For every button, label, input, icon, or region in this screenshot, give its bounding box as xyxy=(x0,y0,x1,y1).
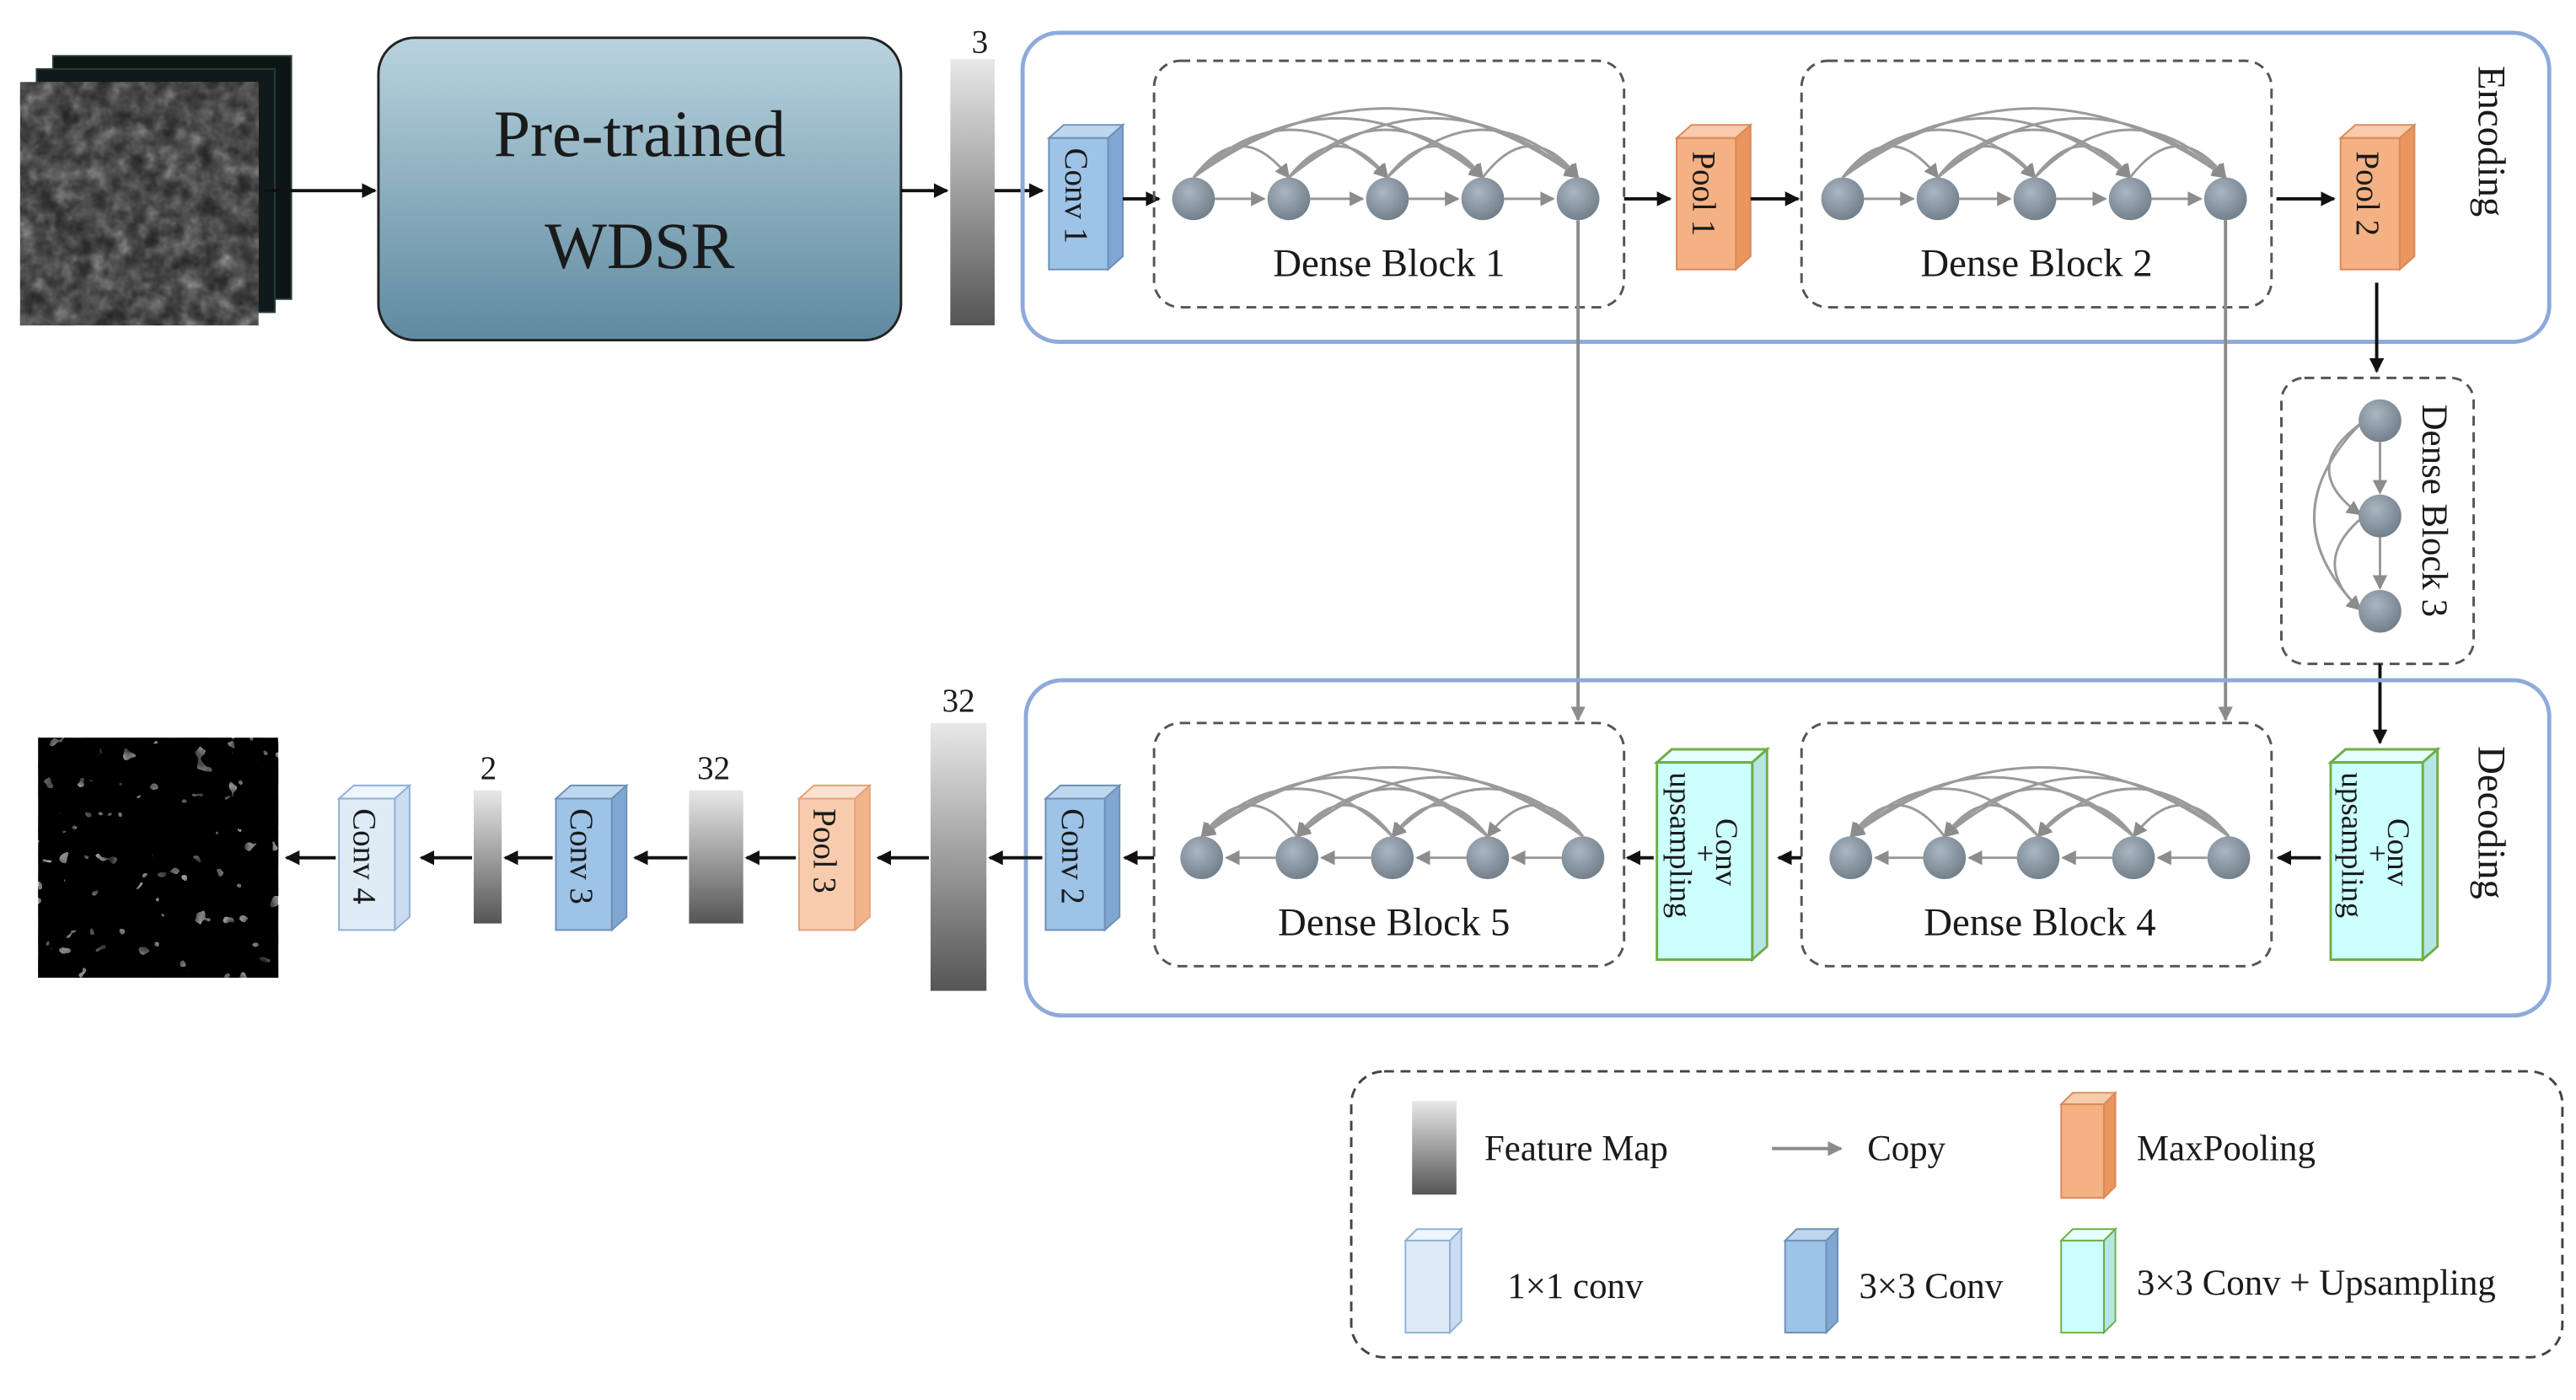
pool2-block: Pool 2 xyxy=(2338,122,2417,271)
dense-block-1: Dense Block 1 xyxy=(1152,59,1626,309)
decoding-frame xyxy=(1023,678,2552,1018)
dense-block-1-label: Dense Block 1 xyxy=(1273,242,1505,286)
conv3-label: Conv 3 xyxy=(563,808,599,904)
output-image xyxy=(38,738,279,978)
up-conv-label-1: Conv xyxy=(1709,818,1743,887)
input-image-stack xyxy=(19,55,292,326)
feature-map-2 xyxy=(474,790,502,924)
up-sampling-label-2: upsampling xyxy=(2335,772,2369,918)
pretrained-label: Pre-trained xyxy=(494,98,786,170)
conv2-label: Conv 2 xyxy=(1055,808,1091,904)
dense-block-5-label: Dense Block 5 xyxy=(1278,900,1510,944)
up-conv-label-2: Conv xyxy=(2380,818,2415,887)
dense-block-2-label: Dense Block 2 xyxy=(1920,242,2152,286)
conv4-label: Conv 4 xyxy=(346,808,383,904)
pretrained-wdsr-block: Pre-trained WDSR xyxy=(377,36,903,342)
up-sampling-label-1: upsampling xyxy=(1662,772,1697,918)
conv1-block: Conv 1 xyxy=(1046,122,1125,271)
dense-block-3: Dense Block 3 xyxy=(2280,376,2476,666)
feature-map-3 xyxy=(950,59,996,326)
encoding-frame xyxy=(1020,30,2552,344)
dense-block-4: Dense Block 4 xyxy=(1800,721,2273,968)
up-conv-block-2: Conv + upsampling xyxy=(2327,746,2441,963)
legend-maxpool-swatch xyxy=(2058,1091,2117,1200)
up-plus-label-2: + xyxy=(2359,845,2394,862)
dense-block-5: Dense Block 5 xyxy=(1152,721,1626,968)
up-conv-block-1: Conv + upsampling xyxy=(1653,746,1771,963)
conv3-block: Conv 3 xyxy=(553,783,629,932)
up-plus-label-1: + xyxy=(1688,845,1722,862)
feature-map-32-small xyxy=(689,790,743,924)
legend-conv3x3-swatch xyxy=(1783,1226,1840,1335)
wdsr-label: WDSR xyxy=(545,210,734,282)
channel-label-32-a: 32 xyxy=(942,683,975,719)
conv2-block: Conv 2 xyxy=(1043,783,1122,932)
legend-conv-up-swatch xyxy=(2058,1226,2117,1335)
pool3-label: Pool 3 xyxy=(807,808,843,893)
feature-map-32-large xyxy=(930,722,987,991)
channel-label-2: 2 xyxy=(480,750,497,786)
pool1-label: Pool 1 xyxy=(1686,151,1722,236)
legend-conv1x1: 1×1 conv xyxy=(1507,1267,1644,1306)
pool2-label: Pool 2 xyxy=(2349,151,2385,236)
legend-conv3x3: 3×3 Conv xyxy=(1859,1267,2003,1306)
channel-label-32-b: 32 xyxy=(697,750,730,786)
legend-feature-map: Feature Map xyxy=(1484,1129,1668,1168)
conv4-block: Conv 4 xyxy=(336,783,412,932)
conv1-label: Conv 1 xyxy=(1058,148,1094,244)
legend-conv1x1-swatch xyxy=(1403,1226,1464,1335)
dense-block-2: Dense Block 2 xyxy=(1800,59,2273,309)
encoding-label: Encoding xyxy=(2469,66,2513,217)
legend-conv-upsampling: 3×3 Conv + Upsampling xyxy=(2137,1263,2496,1303)
legend-copy: Copy xyxy=(1867,1129,1945,1168)
pool3-block: Pool 3 xyxy=(797,783,872,932)
pool1-block: Pool 1 xyxy=(1674,122,1753,271)
channel-label-3: 3 xyxy=(972,24,988,60)
decoding-label: Decoding xyxy=(2469,746,2513,899)
legend-feature-map-swatch xyxy=(1412,1101,1457,1195)
legend: Feature Map Copy MaxPooling 1×1 conv 3×3… xyxy=(1350,1070,2564,1359)
legend-maxpooling: MaxPooling xyxy=(2137,1129,2316,1168)
dense-block-4-label: Dense Block 4 xyxy=(1924,900,2155,944)
dense-block-3-label: Dense Block 3 xyxy=(2414,405,2454,617)
